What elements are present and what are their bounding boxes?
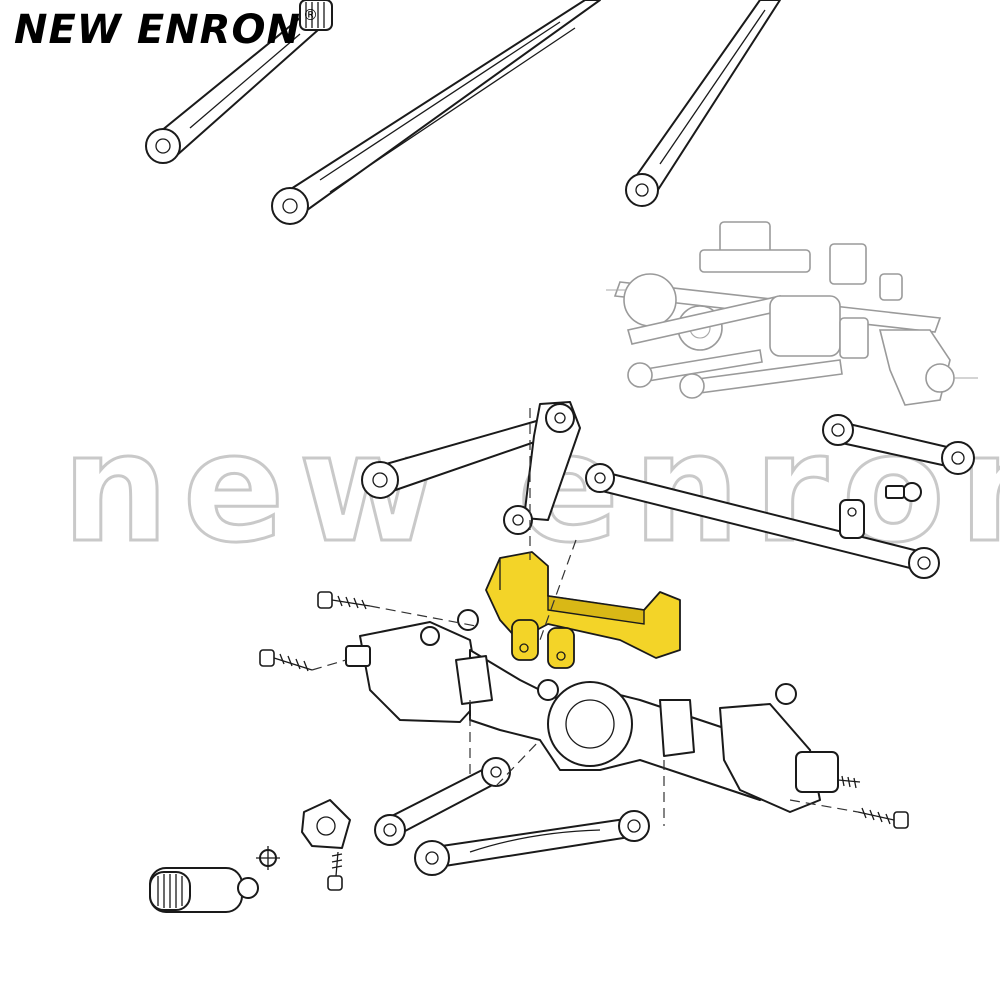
brand-name: NEW ENRON	[14, 7, 301, 53]
yoke-cup	[301, 799, 351, 849]
upper-link-right	[625, 0, 781, 207]
registered-mark: ®	[302, 6, 319, 24]
lower-link-long	[414, 810, 650, 876]
upper-link-left	[145, 0, 333, 164]
cross-pin	[256, 846, 280, 870]
drag-link-short	[822, 414, 975, 475]
servo-mount-highlighted	[485, 551, 681, 669]
axle-housing	[345, 609, 839, 813]
upper-link-middle	[271, 0, 601, 225]
screw-top-left	[317, 591, 371, 610]
assembly-guide-lines	[311, 408, 859, 826]
lower-link-short	[374, 757, 511, 846]
splined-driveshaft-end	[149, 867, 259, 913]
screw-right	[857, 807, 909, 829]
screw-small-bottom	[327, 851, 343, 891]
axle-end-stud	[837, 775, 861, 789]
screw-mid-left	[259, 649, 313, 672]
brand-logo: NEW ENRON®	[14, 7, 319, 53]
steering-arm	[361, 401, 581, 535]
tie-rod-long	[585, 463, 940, 579]
reference-assembly-ghost	[606, 221, 978, 406]
ball-stud	[885, 482, 922, 502]
